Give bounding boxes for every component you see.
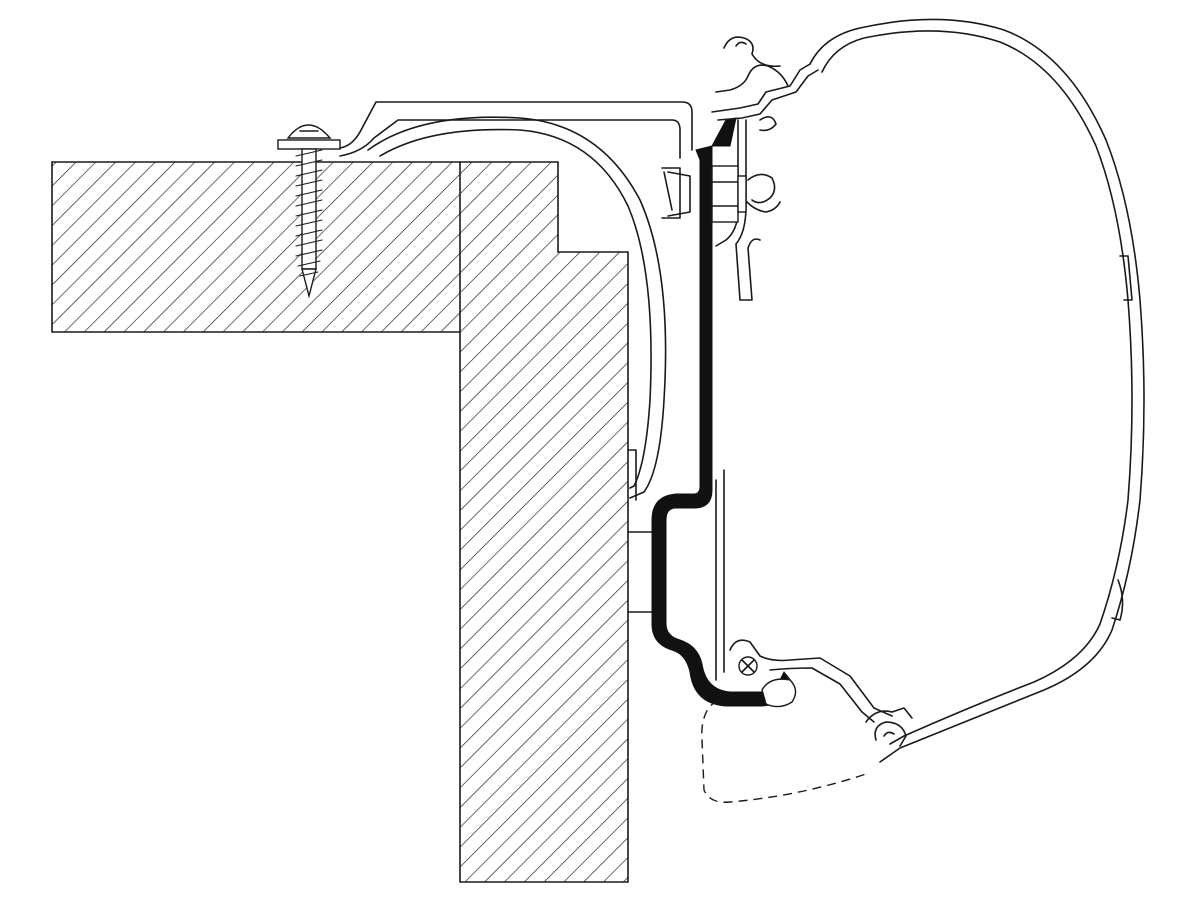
- mounting-screw: [277, 124, 341, 299]
- sealing-strip: [651, 145, 793, 707]
- lower-clamp: [729, 639, 913, 747]
- adapter-profile: [339, 101, 693, 613]
- bolt-nut: [667, 165, 747, 223]
- screw-shank: [301, 148, 317, 270]
- hex-nut: [711, 165, 739, 223]
- lower-clip: [761, 678, 797, 708]
- dashed-alt-profile: [701, 699, 867, 803]
- screw-washer: [277, 139, 341, 150]
- awning-cassette: [809, 18, 1145, 763]
- vehicle-wall-section: [51, 161, 629, 883]
